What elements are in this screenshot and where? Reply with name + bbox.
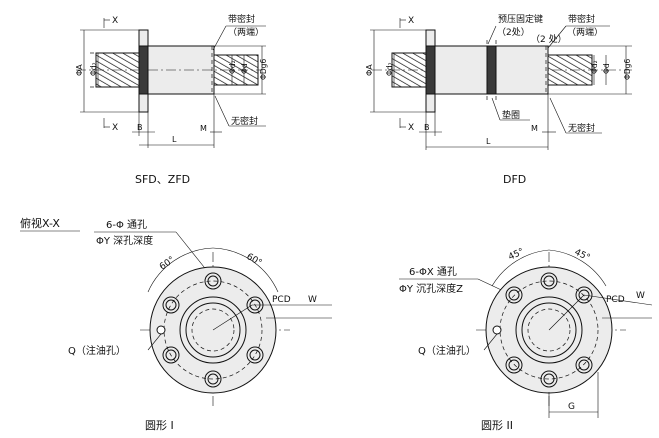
svg-text:B: B <box>424 123 430 132</box>
caption-round-2: 圆形 II <box>481 419 513 432</box>
svg-text:Φd₂: Φd₂ <box>590 60 599 74</box>
svg-text:B: B <box>137 123 143 132</box>
svg-text:（两端）: （两端） <box>567 26 603 38</box>
preload-key <box>486 45 497 95</box>
w-label-1: W <box>308 295 317 305</box>
oil-hole-1 <box>156 325 166 335</box>
caption-sfd-zfd: SFD、ZFD <box>135 173 190 186</box>
dfd-section-mark-top: X <box>399 16 414 28</box>
dfd-side-view: X X ΦA Φd₂ Φd₂ <box>365 13 632 186</box>
svg-text:带密封: 带密封 <box>228 13 255 25</box>
caption-round-1: 圆形 I <box>145 419 174 432</box>
round-type-1-view: 俯视X-X 6-Φ 通孔 ΦY 深孔深度 60° 60° <box>20 216 332 432</box>
svg-text:（2处）: （2处） <box>497 26 530 38</box>
svg-text:X: X <box>112 16 118 26</box>
svg-text:Φd: Φd <box>240 63 249 74</box>
dim-phi-d2-right: Φd₂ <box>228 55 237 85</box>
dfd-dim-phi-d: Φd <box>602 55 611 85</box>
sfd-zfd-side-view: X X ΦA Φd₂ Φ <box>75 13 268 186</box>
angle-label-left: 60° <box>158 255 177 272</box>
svg-text:X: X <box>408 16 414 26</box>
svg-text:ΦY 沉孔深度Z: ΦY 沉孔深度Z <box>399 282 463 295</box>
dfd-dim-phi-dg6: ΦDg6 <box>548 45 632 95</box>
section-mark-bottom: X <box>103 118 118 133</box>
svg-text:Φd₂: Φd₂ <box>89 62 98 76</box>
dfd-right-screw-thread <box>547 54 593 86</box>
dfd-dim-m: M <box>531 124 556 133</box>
svg-text:L: L <box>172 135 177 144</box>
dim-phi-a: ΦA <box>75 29 139 113</box>
svg-text:ΦDg6: ΦDg6 <box>259 59 268 80</box>
dim-phi-dg6: ΦDg6 <box>214 45 268 95</box>
svg-text:ΦY 深孔深度: ΦY 深孔深度 <box>96 234 153 247</box>
svg-text:垫圈: 垫圈 <box>502 109 520 121</box>
oil-hole-2 <box>492 325 502 335</box>
svg-text:无密封: 无密封 <box>231 115 258 127</box>
view-title-x-x: 俯视X-X <box>20 216 60 230</box>
svg-text:ΦA: ΦA <box>365 64 374 76</box>
svg-text:6-Φ 通孔: 6-Φ 通孔 <box>106 219 147 231</box>
angle-label-left-2: 45° <box>507 247 526 263</box>
hole-note-2: 6-ΦX 通孔 ΦY 沉孔深度Z <box>399 266 513 296</box>
section-mark-top: X <box>103 16 118 28</box>
oil-hole-label-1: Q（注油孔） <box>68 344 126 357</box>
no-seal-note: 无密封 <box>214 95 266 127</box>
preload-key-note: 预压固定键 （2处） <box>487 13 543 45</box>
dfd-dim-phi-d2-left: Φd₂ <box>385 53 395 87</box>
dim-l: L <box>139 94 215 148</box>
svg-text:预压固定键: 预压固定键 <box>498 13 543 25</box>
dfd-nut-body-left <box>434 45 488 95</box>
dfd-dim-l: L <box>426 94 549 150</box>
svg-text:Φd: Φd <box>602 63 611 74</box>
dfd-nut-body-right <box>495 45 549 95</box>
pcd-label-2: PCD <box>606 295 625 305</box>
svg-text:6-ΦX 通孔: 6-ΦX 通孔 <box>409 266 457 278</box>
dfd-dim-b: B <box>419 94 442 150</box>
caption-dfd: DFD <box>503 173 526 186</box>
spacer-note: 垫圈 <box>491 97 530 121</box>
dfd-seal-note: 带密封 （两端） （2 处） <box>531 13 610 49</box>
g-label: G <box>568 402 575 412</box>
oil-hole-label-2: Q（注油孔） <box>418 344 476 357</box>
svg-text:（两端）: （两端） <box>228 26 264 38</box>
svg-text:Φd₂: Φd₂ <box>385 62 394 76</box>
w-label-2: W <box>636 291 645 301</box>
svg-text:带密封: 带密封 <box>568 13 595 25</box>
pcd-circle <box>163 280 263 380</box>
pcd-circle-2 <box>499 280 599 380</box>
svg-text:Φd₂: Φd₂ <box>228 60 237 74</box>
svg-text:M: M <box>531 124 538 133</box>
dfd-no-seal-note: 无密封 <box>549 97 602 134</box>
dfd-section-mark-bottom: X <box>399 118 414 133</box>
dim-phi-d: Φd <box>240 55 249 85</box>
angle-label-right: 60° <box>245 252 264 269</box>
hole-note-1: 6-Φ 通孔 ΦY 深孔深度 <box>94 219 209 273</box>
left-screw-thread <box>95 52 142 88</box>
dim-phi-d2-left: Φd₂ <box>89 53 99 87</box>
svg-text:ΦDg6: ΦDg6 <box>623 59 632 80</box>
svg-text:M: M <box>200 124 207 133</box>
svg-text:L: L <box>486 137 491 146</box>
svg-text:X: X <box>112 123 118 133</box>
round-type-2-view: 45° 45° 6-ΦX 通孔 ΦY 沉孔深度Z PCD W Q（注油孔） <box>399 247 653 432</box>
svg-text:ΦA: ΦA <box>75 64 84 76</box>
seal-note: 带密封 （两端） <box>212 13 266 51</box>
pcd-label-1: PCD <box>272 295 291 305</box>
dfd-dim-phi-a: ΦA <box>365 29 426 113</box>
dim-b: B <box>132 94 155 148</box>
dim-m: M <box>200 124 222 133</box>
svg-text:无密封: 无密封 <box>568 122 595 134</box>
bolt-holes-type-2 <box>505 272 593 388</box>
svg-text:X: X <box>408 123 414 133</box>
dfd-dim-phi-d2-right: Φd₂ <box>590 55 599 85</box>
right-screw-thread <box>213 54 259 86</box>
svg-text:（2 处）: （2 处） <box>531 33 567 45</box>
